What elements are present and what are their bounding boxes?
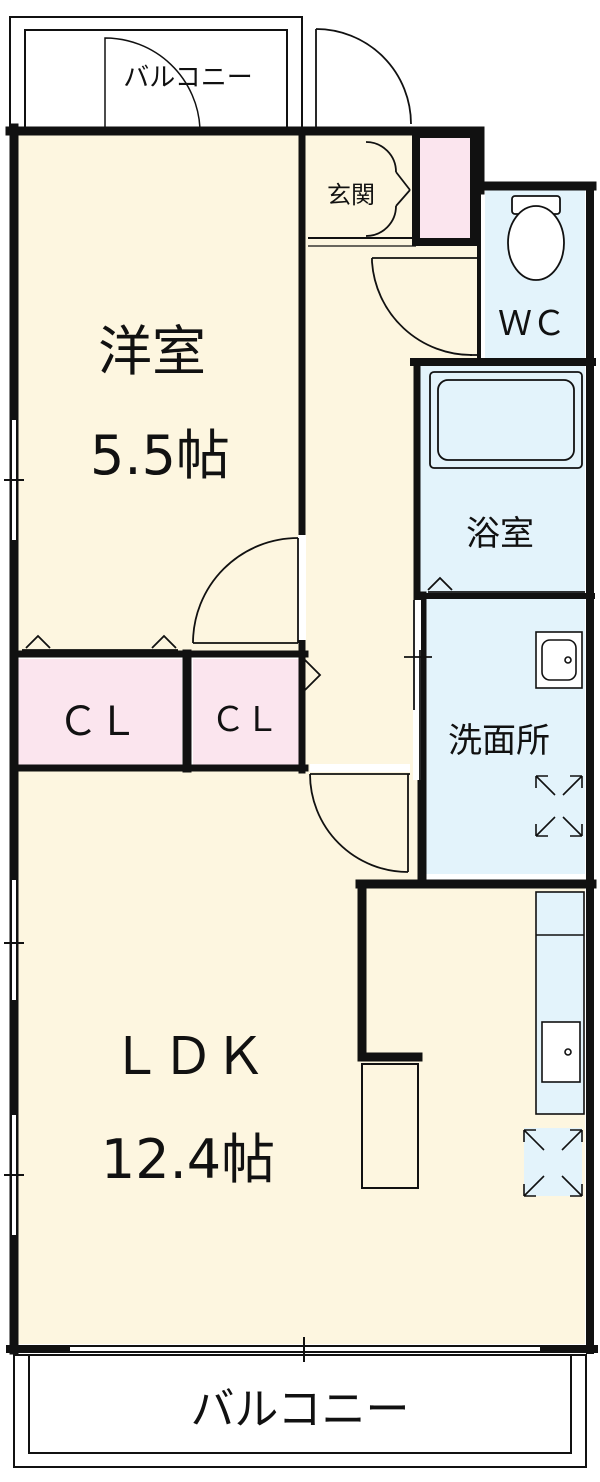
- windows-left: [4, 420, 24, 1235]
- western-room-fill: [17, 133, 300, 653]
- fridge-space: [523, 1128, 583, 1197]
- western-room-name-label: 洋室: [98, 320, 206, 383]
- entrance-fill: [308, 137, 416, 240]
- balcony-top-label: バルコニー: [123, 63, 252, 93]
- closet-2-fill: [193, 659, 300, 765]
- hall-lower-fill: [417, 240, 479, 360]
- washer-space: [535, 775, 583, 837]
- bathtub: [429, 371, 583, 469]
- washroom-label: 洗面所: [448, 721, 550, 761]
- ldk-fill-upper: [305, 771, 420, 891]
- ldk-name-label: ＬＤＫ: [110, 1027, 266, 1087]
- entrance-label: 玄関: [327, 181, 375, 209]
- balcony-bottom: [13, 1337, 587, 1468]
- bathroom-label: 浴室: [466, 514, 534, 554]
- labels: バルコニー 玄関 ＷＣ 洋室 5.5帖 浴室 ＣＬ ＣＬ 洗面所 ＬＤＫ 12.…: [58, 63, 566, 1435]
- toilet: [507, 195, 565, 281]
- shoe-box-fill: [420, 138, 472, 240]
- kitchen-counter: [535, 891, 585, 1115]
- bathroom-fill: [420, 366, 585, 593]
- balcony-bottom-label: バルコニー: [190, 1384, 409, 1435]
- western-room-size-label: 5.5帖: [90, 424, 230, 487]
- wc-label: ＷＣ: [498, 304, 566, 344]
- room-fills: [17, 133, 585, 1344]
- closet-1-label: ＣＬ: [58, 699, 138, 745]
- closet-1-fill: [17, 659, 182, 765]
- kitchen-island: [361, 1063, 419, 1189]
- wash-basin: [535, 631, 583, 689]
- closet-2-label: ＣＬ: [211, 700, 279, 740]
- ldk-size-label: 12.4帖: [101, 1128, 275, 1191]
- doors: [22, 28, 585, 873]
